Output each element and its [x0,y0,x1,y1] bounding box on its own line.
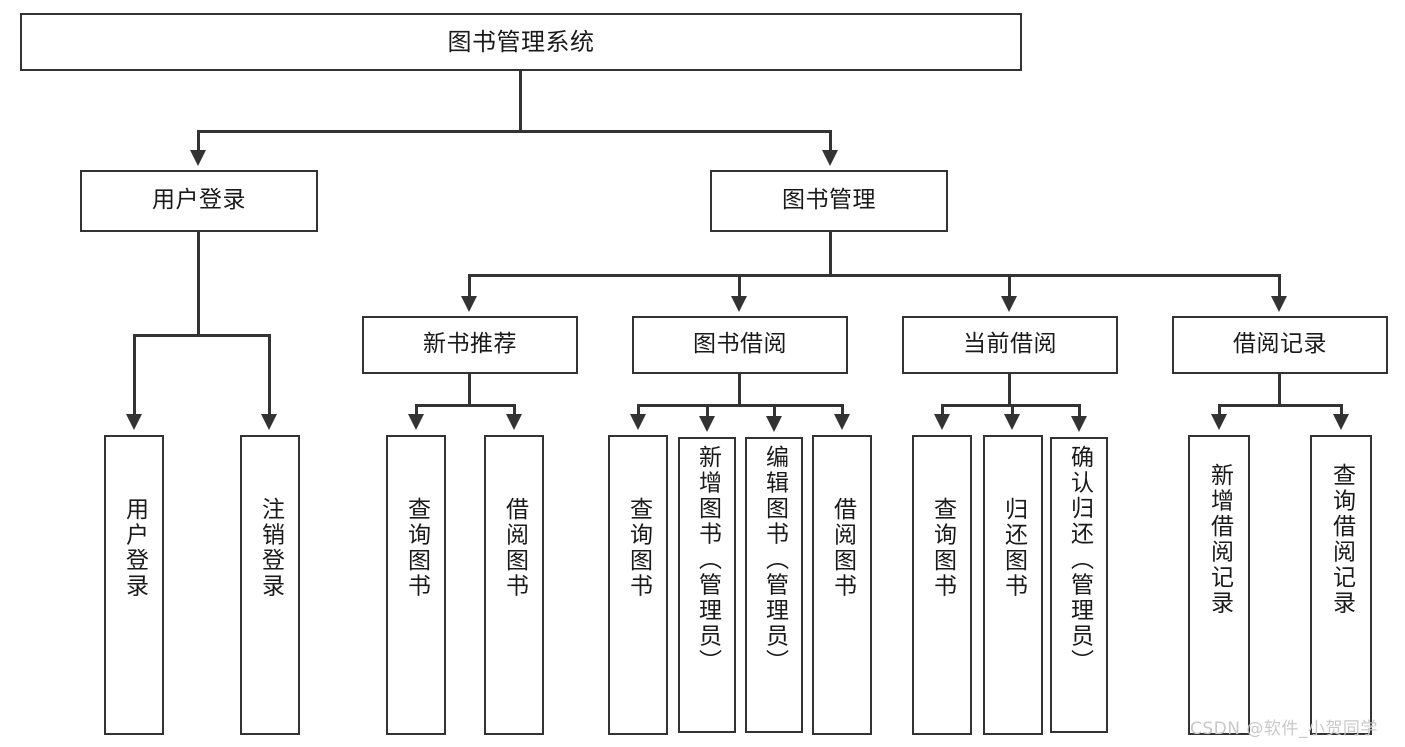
node-label: 借阅图书 [501,497,528,599]
node-label: 确认归还（管理员） [1066,445,1093,675]
connector-drop-query-book-3 [941,404,944,416]
node-label: 新增图书（管理员） [694,445,721,675]
arrowhead-book-management [822,150,838,166]
arrowhead-user-login [190,150,206,166]
leaf-borrow-book-borrow[interactable]: 借阅图书 [812,435,872,735]
connector-drop-book-borrow [738,274,741,298]
node-label: 查询图书 [625,497,652,599]
node-label: 用户登录 [152,187,246,214]
connector-book-management-stem [829,232,832,276]
node-label: 查询借阅记录 [1328,463,1355,616]
arrowhead-new-book-rec [461,296,477,312]
leaf-confirm-return-admin[interactable]: 确认归还（管理员） [1050,437,1108,733]
arrowhead-edit-book [766,416,782,432]
leaf-add-book-admin[interactable]: 新增图书（管理员） [678,437,736,733]
connector-book-borrow-stem [738,374,741,406]
arrowhead-borrow-record [1271,296,1287,312]
connector-drop-leaf-logout [268,334,271,416]
node-label: 查询图书 [929,497,956,599]
node-label: 注销登录 [257,497,284,599]
arrowhead-current-borrow [1001,296,1017,312]
arrowhead-leaf-logout [261,414,277,430]
leaf-borrow-book-recommend[interactable]: 借阅图书 [484,435,544,735]
leaf-query-book-recommend[interactable]: 查询图书 [386,435,446,735]
csdn-watermark: CSDN @软件_小贺同学 [1190,719,1378,739]
connector-user-login-stem [197,232,200,336]
leaf-user-login[interactable]: 用户登录 [104,435,164,735]
connector-borrow-record-bus [1218,404,1342,407]
connector-root-stem [519,71,522,131]
arrowhead-add-record [1211,414,1227,430]
node-book-management[interactable]: 图书管理 [710,170,948,232]
arrowhead-return-book [1004,414,1020,430]
leaf-query-book-current[interactable]: 查询图书 [912,435,972,735]
node-label: 借阅图书 [829,497,856,599]
connector-current-borrow-bus [941,404,1078,407]
arrowhead-query-book-1 [408,414,424,430]
node-label: 当前借阅 [963,331,1057,358]
connector-drop-query-record [1340,404,1343,416]
node-label: 图书借阅 [693,331,787,358]
node-label: 用户登录 [121,497,148,599]
arrowhead-add-book [699,416,715,432]
arrowhead-borrow-book-2 [834,414,850,430]
connector-drop-new-book-rec [468,274,471,298]
node-label: 编辑图书（管理员） [761,445,788,675]
connector-level1-bus [197,130,831,133]
node-label: 查询图书 [403,497,430,599]
leaf-query-book-borrow[interactable]: 查询图书 [608,435,668,735]
node-root-book-management-system[interactable]: 图书管理系统 [20,13,1022,71]
arrowhead-query-book-2 [630,414,646,430]
leaf-logout[interactable]: 注销登录 [240,435,300,735]
connector-book-borrow-bus [637,404,842,407]
connector-drop-leaf-user-login [133,334,136,416]
connector-drop-query-book-2 [637,404,640,416]
connector-drop-confirm-return [1078,404,1081,418]
leaf-return-book[interactable]: 归还图书 [983,435,1043,735]
arrowhead-borrow-book-1 [506,414,522,430]
connector-new-book-rec-bus [415,404,515,407]
connector-drop-book-management [829,130,832,152]
connector-user-login-bus [133,334,270,337]
node-label: 新书推荐 [423,331,517,358]
connector-drop-edit-book [773,404,776,418]
connector-drop-user-login [197,130,200,152]
connector-drop-current-borrow [1008,274,1011,298]
connector-drop-add-book [706,404,709,418]
connector-level2-bus [468,274,1280,277]
node-new-book-recommend[interactable]: 新书推荐 [362,316,578,374]
leaf-add-borrow-record[interactable]: 新增借阅记录 [1188,435,1250,735]
node-borrow-record[interactable]: 借阅记录 [1172,316,1388,374]
connector-current-borrow-stem [1008,374,1011,406]
node-current-borrow[interactable]: 当前借阅 [902,316,1118,374]
node-label: 图书管理 [782,187,876,214]
node-label: 归还图书 [1000,497,1027,599]
leaf-edit-book-admin[interactable]: 编辑图书（管理员） [745,437,803,733]
arrowhead-confirm-return [1071,416,1087,432]
arrowhead-book-borrow [731,296,747,312]
connector-borrow-record-stem [1278,374,1281,406]
connector-new-book-rec-stem [468,374,471,406]
node-book-borrow[interactable]: 图书借阅 [632,316,848,374]
connector-drop-borrow-book-1 [513,404,516,416]
connector-drop-query-book-1 [415,404,418,416]
arrowhead-query-book-3 [934,414,950,430]
node-label: 借阅记录 [1233,331,1327,358]
connector-drop-return-book [1011,404,1014,416]
arrowhead-query-record [1333,414,1349,430]
node-user-login[interactable]: 用户登录 [80,170,318,232]
connector-drop-borrow-book-2 [841,404,844,416]
node-label: 新增借阅记录 [1206,463,1233,616]
leaf-query-borrow-record[interactable]: 查询借阅记录 [1310,435,1372,735]
connector-drop-borrow-record [1278,274,1281,298]
connector-drop-add-record [1218,404,1221,416]
node-label: 图书管理系统 [447,27,595,56]
arrowhead-leaf-user-login [126,414,142,430]
